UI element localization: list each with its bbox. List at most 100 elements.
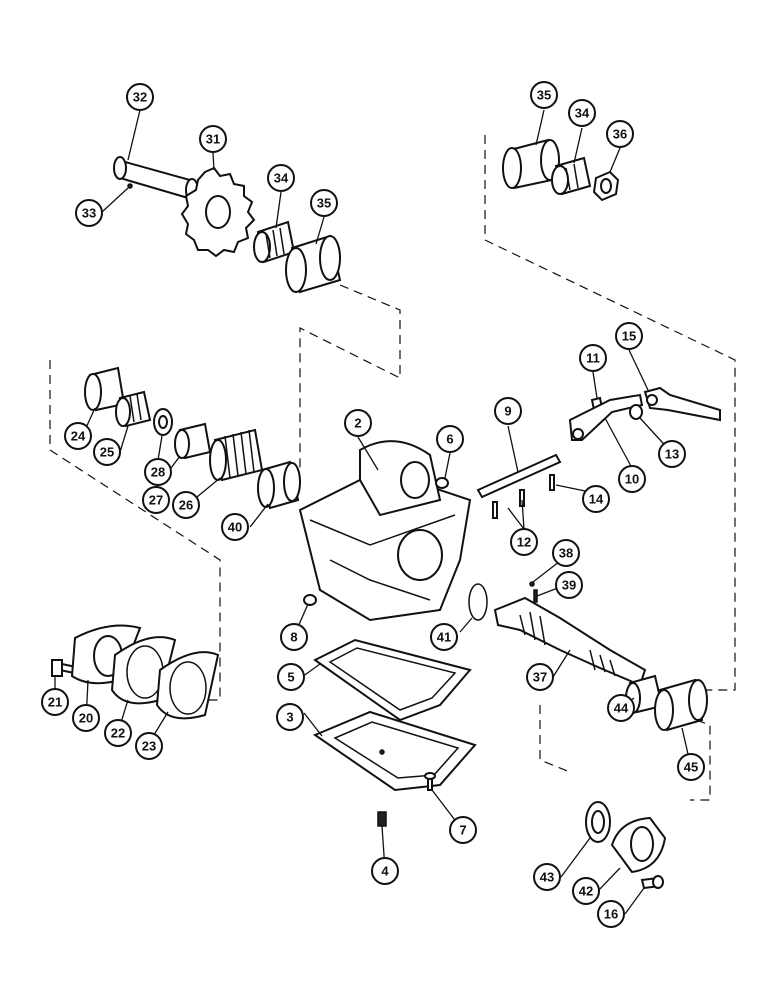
callout-circle: [344, 409, 372, 437]
callout-circle: [510, 528, 538, 556]
callout-number: 22: [111, 726, 125, 741]
part-37-shaft: [493, 596, 647, 687]
callout-8: 8: [280, 623, 308, 651]
callout-12: 12: [510, 528, 538, 556]
callout-circle: [579, 344, 607, 372]
callout-number: 32: [133, 90, 147, 105]
part-14-pin: [549, 474, 555, 491]
callout-number: 20: [79, 711, 93, 726]
part-39-pin: [533, 589, 538, 603]
callout-number: 23: [142, 739, 156, 754]
callout-circle: [552, 539, 580, 567]
part-8-plug: [303, 594, 317, 606]
callout-circle: [280, 623, 308, 651]
part-27-bushing: [174, 422, 212, 460]
callout-35: 35: [310, 189, 338, 217]
part-15-lever: [643, 386, 721, 422]
callout-34: 34: [267, 164, 295, 192]
part-7-bolt: [424, 772, 436, 791]
callout-number: 40: [228, 520, 242, 535]
callout-circle: [615, 322, 643, 350]
callout-11: 11: [579, 344, 607, 372]
callout-number: 41: [437, 630, 451, 645]
callout-circle: [41, 688, 69, 716]
callout-circle: [64, 422, 92, 450]
callout-circle: [530, 81, 558, 109]
callout-number: 35: [317, 196, 331, 211]
callout-6: 6: [436, 425, 464, 453]
callout-39: 39: [555, 571, 583, 599]
part-23-gasket: [155, 651, 220, 720]
callout-number: 31: [206, 132, 220, 147]
callout-number: 21: [48, 695, 62, 710]
callout-circle: [104, 719, 132, 747]
callout-number: 43: [540, 870, 554, 885]
callout-circle: [277, 663, 305, 691]
part-2-housing: [298, 440, 472, 622]
part-42-retainer: [610, 816, 667, 874]
callout-number: 15: [622, 329, 636, 344]
callout-number: 25: [100, 445, 114, 460]
callout-32: 32: [126, 83, 154, 111]
callout-40: 40: [221, 513, 249, 541]
callout-number: 44: [614, 701, 629, 716]
part-4-plug: [377, 811, 387, 827]
callout-number: 5: [287, 670, 294, 685]
callout-circle: [568, 99, 596, 127]
part-38-ball: [529, 581, 535, 587]
callout-circle: [606, 120, 634, 148]
callout-number: 4: [381, 864, 389, 879]
callout-number: 28: [151, 465, 165, 480]
callout-circle: [72, 704, 100, 732]
callout-number: 12: [517, 535, 531, 550]
callout-number: 37: [533, 670, 547, 685]
callout-number: 3: [286, 710, 293, 725]
callout-number: 38: [559, 546, 573, 561]
callout-number: 34: [575, 106, 590, 121]
callout-10: 10: [618, 465, 646, 493]
part-36-nut: [592, 170, 620, 202]
callout-circle: [142, 486, 170, 514]
callout-circle: [267, 164, 295, 192]
part-31-gear: [180, 166, 256, 258]
callout-41: 41: [430, 623, 458, 651]
part-10-fork: [568, 393, 644, 441]
callout-33: 33: [75, 199, 103, 227]
callout-number: 11: [586, 351, 600, 366]
callout-16: 16: [597, 900, 625, 928]
callout-number: 2: [354, 416, 361, 431]
callout-38: 38: [552, 539, 580, 567]
part-41-snap-ring: [468, 583, 488, 621]
callout-circle: [135, 732, 163, 760]
callout-number: 14: [589, 492, 604, 507]
callout-37: 37: [526, 663, 554, 691]
callout-number: 7: [459, 823, 466, 838]
callout-13: 13: [658, 440, 686, 468]
callout-number: 26: [179, 498, 193, 513]
callout-4: 4: [371, 857, 399, 885]
callout-36: 36: [606, 120, 634, 148]
callout-15: 15: [615, 322, 643, 350]
callout-circle: [75, 199, 103, 227]
callout-number: 6: [446, 432, 453, 447]
callout-circle: [597, 900, 625, 928]
callout-number: 13: [665, 447, 679, 462]
callout-circle: [310, 189, 338, 217]
callout-circle: [533, 863, 561, 891]
callout-circle: [572, 877, 600, 905]
callout-number: 35: [537, 88, 551, 103]
part-28-washer: [153, 408, 173, 436]
part-9-rod: [476, 453, 562, 499]
part-34-bearing-left: [253, 220, 296, 264]
callout-26: 26: [172, 491, 200, 519]
callout-number: 34: [274, 171, 289, 186]
callout-25: 25: [93, 438, 121, 466]
part-12-pins: [492, 489, 525, 519]
callout-number: 27: [149, 493, 163, 508]
callout-circle: [582, 485, 610, 513]
callout-number: 39: [562, 578, 576, 593]
callout-circle: [126, 83, 154, 111]
callout-28: 28: [144, 458, 172, 486]
